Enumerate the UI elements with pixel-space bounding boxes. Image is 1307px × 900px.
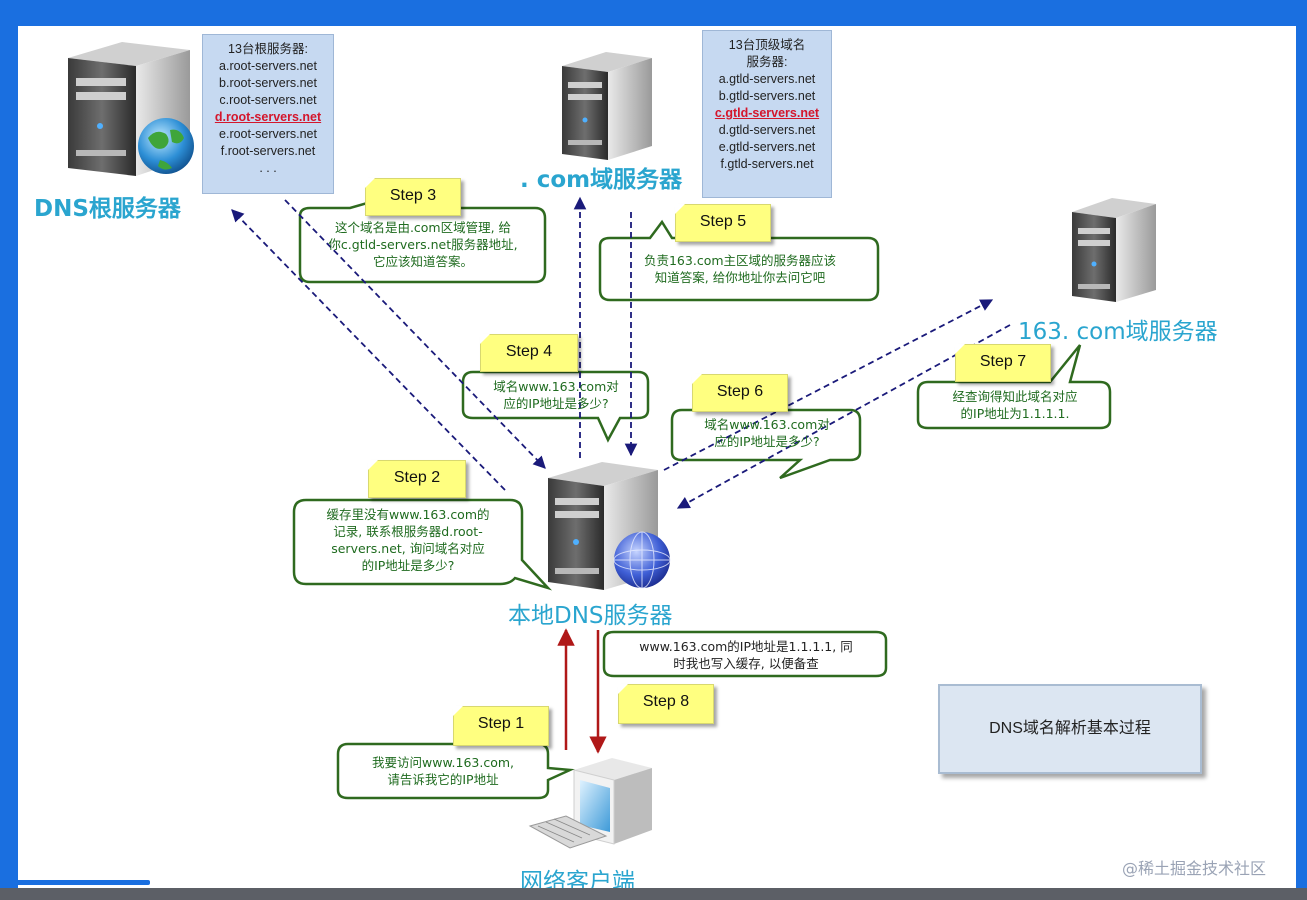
com-list-title: 13台顶级域名 — [728, 38, 806, 52]
com-list-item: d.gtld-servers.net — [718, 123, 816, 137]
watermark: @稀土掘金技术社区 — [1122, 859, 1267, 878]
step8-tag: Step 8 — [618, 684, 714, 724]
com-list-item: b.gtld-servers.net — [718, 89, 816, 103]
step2-message: 缓存里没有www.163.com的 记录, 联系根服务器d.root- serv… — [326, 507, 490, 573]
red-arrows — [557, 628, 607, 754]
root-list-item: . . . — [259, 161, 277, 175]
server-163-label: 163. com域服务器 — [1018, 319, 1218, 345]
bubble-step1 — [336, 742, 575, 800]
server-163-icon — [1072, 198, 1156, 302]
com-list-title: 服务器: — [746, 55, 788, 69]
bottom-bar — [0, 888, 1307, 900]
com-list-item-highlight: c.gtld-servers.net — [714, 106, 820, 120]
com-server-icon — [562, 52, 652, 160]
bubble-step8 — [602, 630, 888, 678]
step4-tag: Step 4 — [480, 334, 578, 372]
bubble-step2 — [292, 498, 553, 591]
step6-tag: Step 6 — [692, 374, 788, 412]
step5-message: 负责163.com主区域的服务器应该 知道答案, 给你地址你去问它吧 — [643, 253, 837, 285]
bubble-step6 — [670, 408, 862, 480]
root-list-item-highlight: d.root-servers.net — [214, 110, 322, 124]
root-list-item: c.root-servers.net — [219, 93, 317, 107]
root-list-item: b.root-servers.net — [219, 76, 317, 90]
step3-message: 这个域名是由.com区域管理, 给 你c.gtld-servers.net服务器… — [328, 220, 518, 269]
arrow-step7 — [676, 324, 1011, 509]
com-list-item: a.gtld-servers.net — [718, 72, 816, 86]
arrows — [231, 196, 1011, 509]
progress-indicator — [0, 880, 150, 885]
step7-message: 经查询得知此域名对应 的IP地址为1.1.1.1. — [952, 389, 1078, 421]
step6-message: 域名www.163.com对 应的IP地址是多少? — [704, 417, 830, 449]
bubbles — [292, 196, 1112, 800]
root-list-item: a.root-servers.net — [219, 59, 317, 73]
root-server-list: 13台根服务器: a.root-servers.net b.root-serve… — [202, 34, 334, 194]
arrow-step6 — [663, 299, 994, 471]
arrow-step3 — [284, 199, 546, 469]
step1-message: 我要访问www.163.com, 请告诉我它的IP地址 — [372, 755, 514, 787]
step8-message: www.163.com的IP地址是1.1.1.1, 同 时我也写入缓存, 以便备… — [639, 639, 853, 671]
com-list-item: e.gtld-servers.net — [718, 140, 816, 154]
bubble-step7 — [916, 344, 1112, 430]
step2-tag: Step 2 — [368, 460, 466, 498]
com-list-item: f.gtld-servers.net — [720, 157, 814, 171]
com-server-list: 13台顶级域名 服务器: a.gtld-servers.net b.gtld-s… — [702, 30, 832, 198]
arrow-step2 — [231, 209, 506, 491]
root-list-item: f.root-servers.net — [220, 144, 316, 158]
bubble-step3 — [298, 196, 547, 284]
client-computer-icon — [528, 758, 652, 849]
root-server-icon — [68, 42, 194, 176]
root-list-title: 13台根服务器: — [228, 42, 308, 56]
local-dns-label: 本地DNS服务器 — [508, 603, 673, 629]
bubble-step4 — [461, 370, 650, 443]
bubble-step5 — [598, 219, 880, 302]
diagram-caption: DNS域名解析基本过程 — [938, 684, 1202, 774]
root-server-label: DNS根服务器 — [34, 196, 181, 222]
step7-tag: Step 7 — [955, 344, 1051, 382]
step1-tag: Step 1 — [453, 706, 549, 746]
step5-tag: Step 5 — [675, 204, 771, 242]
root-list-item: e.root-servers.net — [219, 127, 317, 141]
step3-tag: Step 3 — [365, 178, 461, 216]
com-server-label: . com域服务器 — [520, 167, 683, 193]
step4-message: 域名www.163.com对 应的IP地址是多少? — [493, 379, 619, 411]
local-dns-server-icon — [548, 462, 671, 590]
